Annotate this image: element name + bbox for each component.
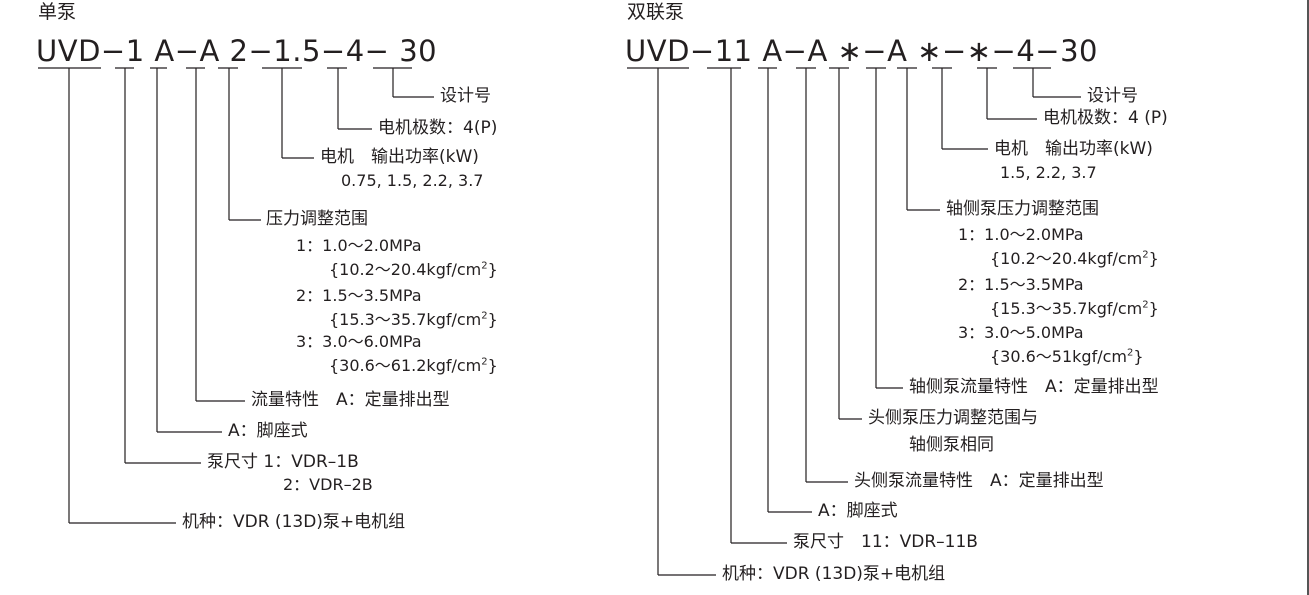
double-pressure-3-kgf: {30.6〜51kgf/cm2} [990,347,1144,366]
right-edge-border [1307,0,1309,595]
single-pressure-2-kgf: {15.3〜35.7kgf/cm2} [329,310,498,329]
single-motor-poles: 电机极数：4(P) [378,118,498,138]
double-pump-size: 泵尺寸 11：VDR–11B [793,532,978,552]
single-pressure-2: 2：1.5〜3.5MPa [296,286,422,305]
double-title: 双联泵 [627,1,685,23]
single-pressure-3-kgf: {30.6〜61.2kgf/cm2} [329,356,498,375]
double-pressure-1: 1：1.0〜2.0MPa [958,225,1084,244]
single-title: 单泵 [38,1,77,23]
double-pressure-2-kgf: {15.3〜35.7kgf/cm2} [990,299,1159,318]
single-machine-type: 机种：VDR (13D)泵+电机组 [182,512,406,532]
double-pressure-1-kgf: {10.2〜20.4kgf/cm2} [990,249,1159,268]
double-design-number: 设计号 [1087,86,1138,106]
double-head-pressure-line2: 轴侧泵相同 [909,435,994,455]
double-model-code: UVD−11 A−A ∗−A ∗−∗−4−30 [625,34,1099,68]
double-motor-poles: 电机极数：4 (P) [1043,108,1168,128]
double-pressure-2: 2：1.5〜3.5MPa [958,275,1084,294]
double-mount-type: A：脚座式 [818,501,898,521]
double-shaft-flow: 轴侧泵流量特性 A：定量排出型 [909,377,1159,397]
single-pump-size-1: 泵尺寸 1：VDR–1B [207,452,359,472]
single-model-code: UVD−1 A−A 2−1.5−4− 30 [36,34,438,68]
single-flow-characteristic: 流量特性 A：定量排出型 [251,390,450,410]
single-pressure-title: 压力调整范围 [266,209,368,229]
single-mount-type: A：脚座式 [228,421,308,441]
single-motor-power: 电机 输出功率(kW) [320,147,479,167]
single-pressure-1-kgf: {10.2〜20.4kgf/cm2} [329,260,498,279]
single-pressure-1: 1：1.0〜2.0MPa [296,236,422,255]
double-shaft-pressure-title: 轴侧泵压力调整范围 [946,199,1099,219]
double-head-pressure-line1: 头侧泵压力调整范围与 [868,408,1038,428]
double-head-flow: 头侧泵流量特性 A：定量排出型 [854,471,1104,491]
single-pump-size-2: 2：VDR–2B [283,475,373,494]
double-pressure-3: 3：3.0〜5.0MPa [958,323,1084,342]
single-design-number: 设计号 [440,86,491,106]
double-motor-power-values: 1.5, 2.2, 3.7 [1000,163,1097,182]
single-motor-power-values: 0.75, 1.5, 2.2, 3.7 [341,171,484,190]
double-motor-power: 电机 输出功率(kW) [994,139,1153,159]
double-machine-type: 机种：VDR (13D)泵+电机组 [722,564,946,584]
single-pressure-3: 3：3.0〜6.0MPa [296,332,422,351]
